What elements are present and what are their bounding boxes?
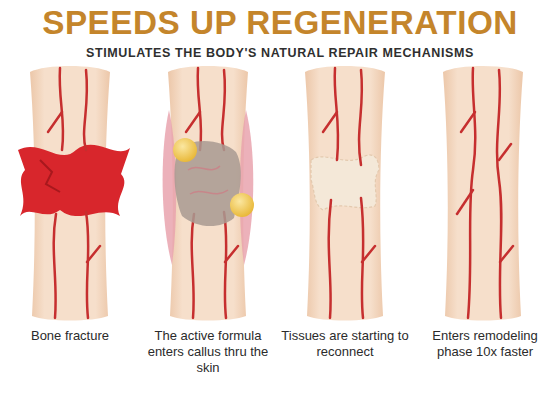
- blood-vessels: [323, 68, 375, 318]
- subtitle: STIMULATES THE BODY'S NATURAL REPAIR MEC…: [0, 46, 560, 60]
- vessel: [323, 112, 337, 132]
- callus-texture: [188, 166, 228, 194]
- vessel: [224, 212, 226, 318]
- vessel: [48, 112, 62, 132]
- vessel: [497, 70, 501, 318]
- caption: Bone fracture: [5, 328, 135, 344]
- vessel: [329, 200, 331, 318]
- vessel: [198, 68, 201, 150]
- leg-shape: [305, 66, 385, 321]
- formula-particle: [173, 138, 197, 162]
- leg-shape: [168, 66, 248, 321]
- formula-particle: [230, 193, 254, 217]
- vessel: [192, 214, 194, 318]
- caption: Enters remodeling phase 10x faster: [418, 328, 552, 360]
- leg-remodeled: [443, 66, 523, 321]
- blood-vessels: [48, 68, 100, 318]
- leg-reconnect: [305, 66, 385, 321]
- inflamed-side: [163, 110, 177, 265]
- fracture-crack: [40, 160, 60, 192]
- vessel: [225, 246, 238, 262]
- vessel: [84, 70, 87, 150]
- vessel: [362, 246, 375, 262]
- inflamed-side: [240, 110, 254, 265]
- vessel: [359, 70, 362, 165]
- healing-tissue: [311, 155, 379, 210]
- vessel: [87, 246, 100, 262]
- vessel: [186, 112, 200, 132]
- leg-fracture: [18, 66, 130, 321]
- leg-callus: [163, 66, 254, 321]
- blood-vessels: [457, 68, 513, 318]
- vessel: [500, 246, 513, 262]
- vessel: [60, 68, 63, 150]
- title: SPEEDS UP REGENERATION: [0, 4, 560, 42]
- caption: Tissues are starting to reconnect: [280, 328, 410, 360]
- fracture-bleed: [18, 145, 130, 216]
- vessel: [499, 144, 511, 160]
- vessel: [361, 198, 363, 318]
- vessel: [461, 112, 475, 132]
- vessel: [457, 190, 473, 214]
- vessel: [54, 214, 56, 318]
- caption: The active formula enters callus thru th…: [143, 328, 273, 376]
- leg-shape: [443, 66, 523, 321]
- vessel: [86, 212, 88, 318]
- vessel: [222, 70, 225, 150]
